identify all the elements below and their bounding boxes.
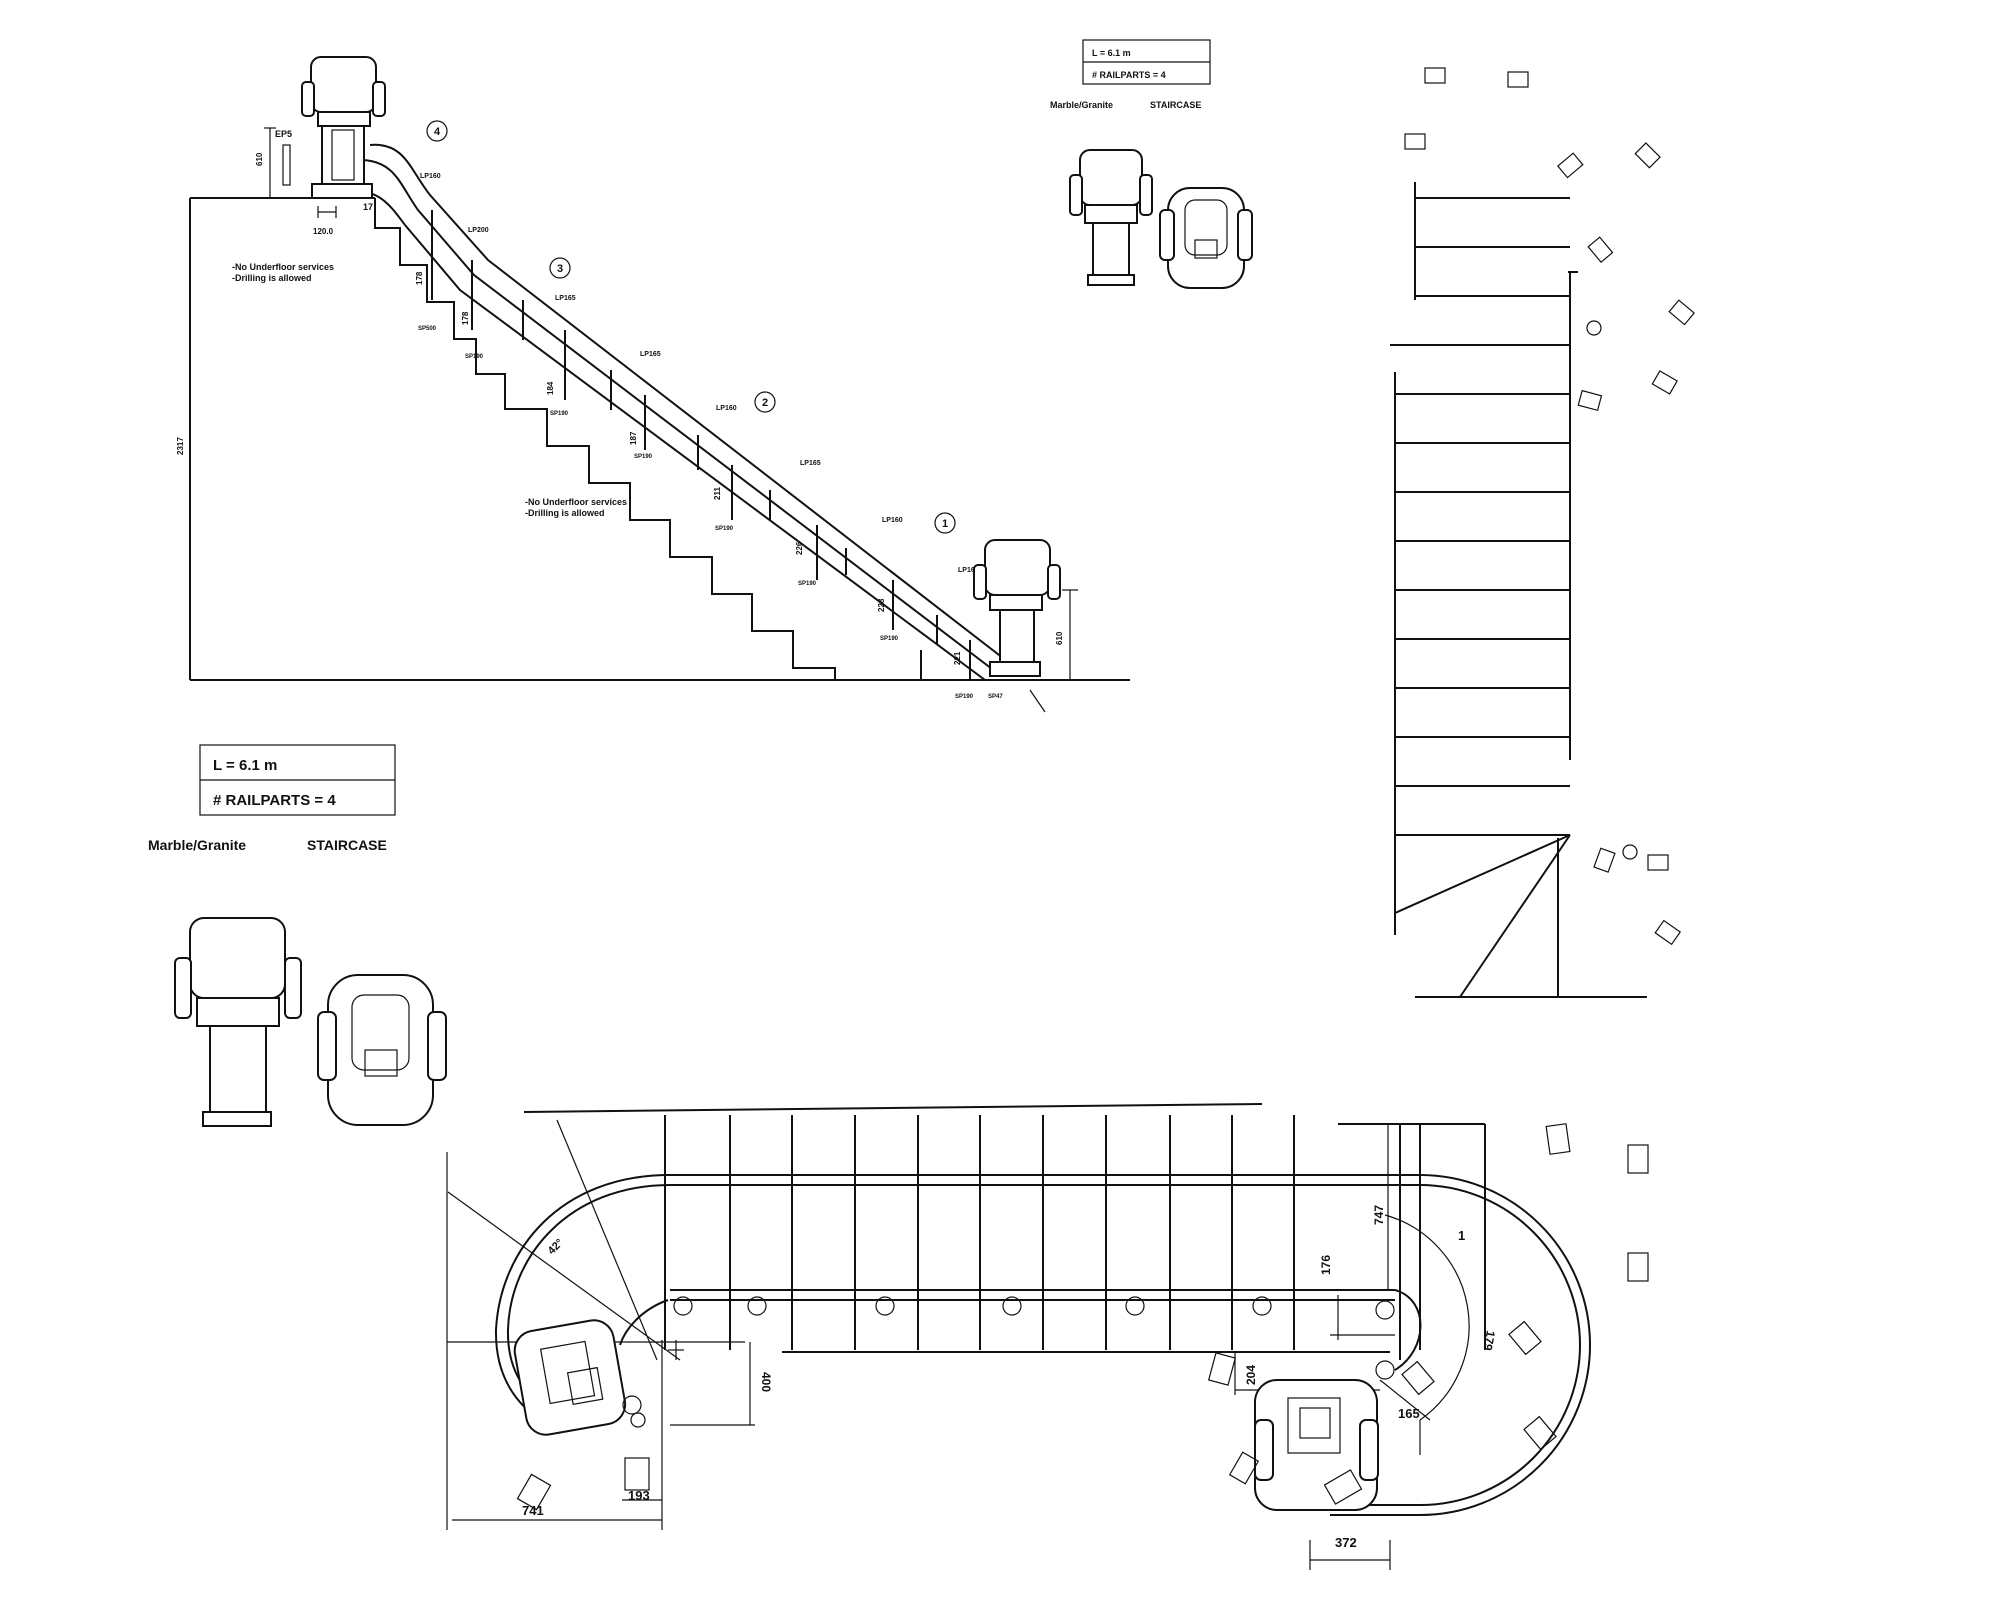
note-drilling: -Drilling is allowed <box>232 273 312 283</box>
post-base: SP190 <box>715 526 734 532</box>
spec-length: L = 6.1 m <box>1092 48 1131 58</box>
rail-marker: 3 <box>557 263 563 275</box>
ep-label: EP5 <box>275 129 292 139</box>
rail-posts <box>431 210 971 680</box>
post-height: 211 <box>713 487 722 500</box>
post-label: LP165 <box>800 460 821 467</box>
spec-box-small: L = 6.1 m # RAILPARTS = 4 Marble/Granite… <box>1050 39 1211 110</box>
post-label: LP160 <box>716 405 737 412</box>
spec-length-large: L = 6.1 m <box>213 757 277 774</box>
note-underfloor-2: -No Underfloor services <box>525 497 627 507</box>
post-base: SP190 <box>880 636 899 642</box>
rail-marker: 4 <box>434 126 441 138</box>
chair-views-large <box>174 917 447 1127</box>
dim-741: 741 <box>522 1503 544 1518</box>
post-base: SP190 <box>634 454 653 460</box>
spec-material-large: Marble/Granite <box>148 837 246 853</box>
end-base: SP47 <box>988 694 1003 700</box>
stairlift-chair-bottom <box>973 539 1061 677</box>
dim-372: 372 <box>1335 1535 1357 1550</box>
rail-marker: 2 <box>762 397 768 409</box>
top-plan-view <box>1390 67 1696 998</box>
post-label: LP165 <box>640 351 661 358</box>
spec-type: STAIRCASE <box>1150 100 1201 110</box>
spec-type-large: STAIRCASE <box>307 837 387 853</box>
post-height: 226 <box>795 541 804 555</box>
post-height: 178 <box>461 311 470 325</box>
dim-400: 400 <box>759 1372 773 1392</box>
dim-179: 179 <box>1481 1329 1498 1351</box>
side-elevation: LP160 LP200 LP165 LP165 LP160 LP165 LP16… <box>176 56 1130 713</box>
post-labels: LP160 LP200 LP165 LP165 LP160 LP165 LP16… <box>420 173 979 574</box>
dim-176: 176 <box>1319 1255 1333 1275</box>
post-height: 228 <box>877 598 886 612</box>
post-height: 184 <box>546 381 555 395</box>
rail-posts-plan <box>673 1296 1395 1380</box>
dim-angle: 42° <box>546 1237 566 1257</box>
post-base: SP190 <box>550 411 569 417</box>
post-label: LP160 <box>958 567 979 574</box>
post-base: SP190 <box>955 694 974 700</box>
post-heights: 178 178 184 187 211 226 228 221 <box>415 271 962 665</box>
post-base: SP190 <box>798 581 817 587</box>
post-base: SP500 <box>418 326 437 332</box>
chair-views-small <box>1069 149 1253 289</box>
spec-material: Marble/Granite <box>1050 100 1113 110</box>
dim-top-height: 610 <box>255 152 264 166</box>
post-height: 187 <box>629 431 638 445</box>
dim-747: 747 <box>1372 1205 1386 1225</box>
dim-204: 204 <box>1244 1365 1258 1385</box>
rail-part-one: 1 <box>1458 1228 1465 1243</box>
post-height: 221 <box>953 651 962 665</box>
plan-chair-right <box>1207 1352 1379 1511</box>
post-label: LP200 <box>468 227 489 234</box>
bottom-plan-view: 741 193 400 176 747 179 204 165 372 1 42… <box>446 1103 1649 1570</box>
rail-part-markers: 4 3 2 1 <box>426 120 956 534</box>
dim-17: 17 <box>363 202 373 212</box>
dim-165: 165 <box>1398 1406 1420 1421</box>
spec-railparts: # RAILPARTS = 4 <box>1092 70 1166 80</box>
post-bases: SP500 SP190 SP190 SP190 SP190 SP190 SP19… <box>418 326 1003 700</box>
plan-chair-left <box>513 1319 650 1511</box>
dim-193: 193 <box>628 1488 650 1503</box>
spec-railparts-large: # RAILPARTS = 4 <box>213 792 336 809</box>
spec-box-large: L = 6.1 m # RAILPARTS = 4 Marble/Granite… <box>148 744 396 853</box>
post-label: LP160 <box>882 517 903 524</box>
note-underfloor: -No Underfloor services <box>232 262 334 272</box>
post-base: SP190 <box>465 354 484 360</box>
rail-marker: 1 <box>942 518 948 530</box>
post-height: 178 <box>415 271 424 285</box>
dim-bottom-height: 610 <box>1055 631 1064 645</box>
note-drilling-2: -Drilling is allowed <box>525 508 605 518</box>
dim-total-height: 2317 <box>176 437 185 455</box>
stairlift-chair-top <box>301 56 386 199</box>
post-label: LP165 <box>555 295 576 302</box>
dim-offset: 120.0 <box>313 227 334 236</box>
post-label: LP160 <box>420 173 441 180</box>
